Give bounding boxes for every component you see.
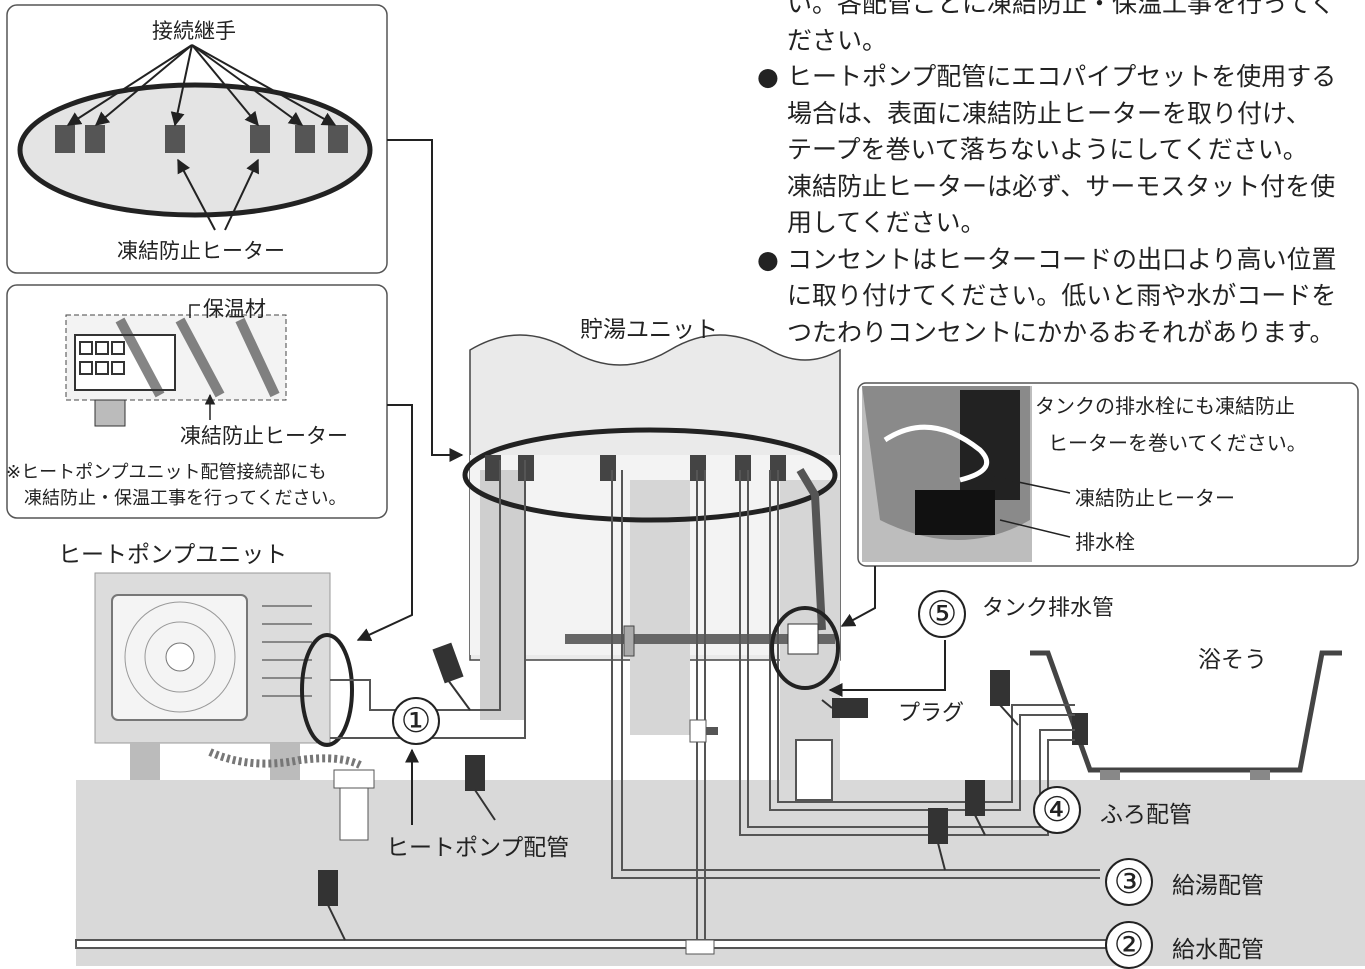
instruction-line: に取り付けてください。低いと雨や水がコードを [787, 281, 1337, 310]
plug-cords [327, 679, 1019, 941]
drain-connector-ellipse [770, 606, 840, 690]
pipe-3-label: 給湯配管 [1172, 873, 1264, 899]
drain-heater-label: 凍結防止ヒーター [1075, 486, 1235, 510]
tank-unit-label: 貯湯ユニット [580, 317, 718, 343]
heat-pump-connector-ellipse [300, 633, 354, 747]
bathtub [1030, 650, 1342, 780]
plug-label: プラグ [898, 701, 965, 726]
heat-pump-note-2: 凍結防止・保温工事を行ってください。 [24, 488, 347, 509]
instruction-line: 場合は、表面に凍結防止ヒーターを取り付け、 [787, 98, 1311, 128]
top-heater-label: 凍結防止ヒーター [117, 239, 285, 263]
instruction-line: 用してください。 [787, 208, 986, 237]
instruction-line: ださい。 [787, 25, 888, 55]
pipe-2-number: ② [1105, 921, 1153, 969]
tank-unit [462, 334, 841, 780]
callout-top-illustration [17, 44, 373, 231]
instruction-line: テープを巻いて落ちないようにしてください。 [787, 135, 1308, 164]
bathtub-label: 浴そう [1198, 647, 1267, 673]
drain-heater-note-1: タンクの排水栓にも凍結防止 [1035, 394, 1295, 418]
pipe-2-label: 給水配管 [1172, 937, 1264, 963]
instruction-line: い。各配管ごとに凍結防止・保温工事を行ってく [787, 0, 1336, 18]
valve-icon [685, 719, 718, 955]
pipe-5-label: タンク排水管 [982, 596, 1115, 621]
drain-plug-photo [862, 386, 1071, 562]
pipe-3-number: ③ [1105, 858, 1153, 906]
instructions-block: い。各配管ごとに凍結防止・保温工事を行ってく ださい。 ●ヒートポンプ配管にエコ… [757, 0, 1357, 351]
heater-plug-icons [318, 642, 1010, 906]
mid-heater-label: 凍結防止ヒーター [180, 424, 348, 448]
connection-joint-label: 接続継手 [152, 19, 236, 43]
drain-plug-label: 排水栓 [1075, 530, 1135, 554]
pipe-4-number: ④ [1033, 786, 1081, 834]
heatpump-pipe-label: ヒートポンプ配管 [386, 835, 570, 861]
heat-pump-unit-label: ヒートポンプユニット [58, 542, 288, 568]
instruction-line: つたわりコンセントにかかるおそれがあります。 [787, 317, 1335, 347]
heat-pump-unit [94, 572, 375, 841]
insulation-label: 保温材 [203, 297, 266, 321]
pipe-4-label: ふろ配管 [1100, 802, 1192, 828]
instruction-line: ●コンセントはヒーターコードの出口より高い位置 [757, 244, 1337, 274]
instruction-line: 凍結防止ヒーターは必ず、サーモスタット付を使 [787, 171, 1336, 201]
heat-pump-note-1: ※ヒートポンプユニット配管接続部にも [6, 462, 327, 483]
pipe-5-number: ⑤ [918, 590, 966, 638]
pipe-1-number: ① [392, 697, 440, 745]
callout-mid-illustration [65, 304, 287, 427]
leader-lines [356, 139, 946, 825]
drain-heater-note-2: ヒーターを巻いてください。 [1048, 431, 1307, 455]
instruction-line: ●ヒートポンプ配管にエコパイプセットを使用する [757, 62, 1337, 91]
tank-connector-ellipse [462, 427, 838, 523]
